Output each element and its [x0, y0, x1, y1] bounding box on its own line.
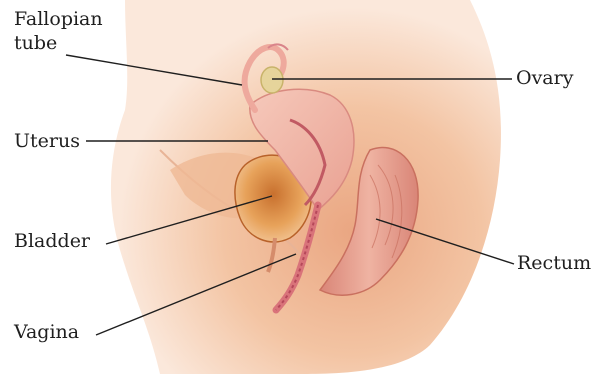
uterus-label: Uterus [14, 130, 80, 153]
fallopian-tube-label-line2: tube [14, 32, 57, 55]
ovary-shape [261, 67, 283, 93]
vagina-label: Vagina [14, 321, 79, 344]
fallopian-tube-label-line1: Fallopian [14, 8, 103, 31]
ovary-label: Ovary [516, 67, 573, 90]
rectum-label: Rectum [517, 252, 591, 275]
bladder-label: Bladder [14, 230, 90, 253]
